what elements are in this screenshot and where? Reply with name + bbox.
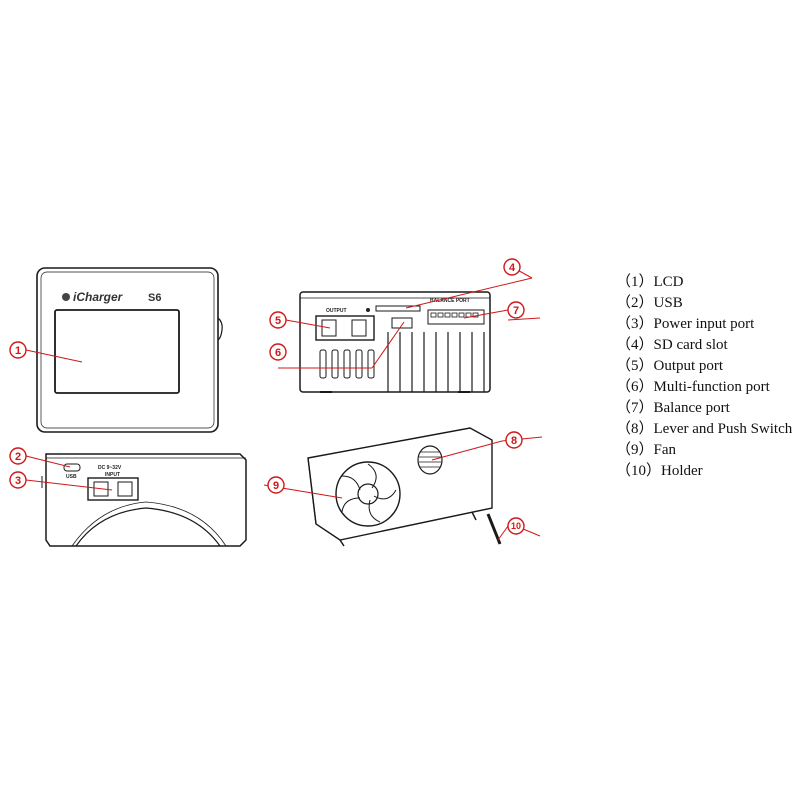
brand-logo-text: iCharger	[73, 290, 124, 304]
angled-view-fan	[307, 427, 502, 547]
side-knob	[217, 317, 223, 341]
logo-icon	[62, 293, 70, 301]
callout-3: 3	[9, 471, 27, 489]
input-label: INPUT	[105, 472, 120, 478]
lever-push-switch	[417, 445, 443, 475]
callout-6: 6	[269, 343, 287, 361]
balance-port-label: BALANCE PORT	[430, 298, 470, 304]
legend-item: （2）USB	[616, 295, 683, 311]
legend-item: （1）LCD	[616, 274, 684, 290]
front-view: iCharger S6	[36, 267, 223, 433]
callout-7: 7	[507, 301, 525, 319]
fan	[335, 461, 401, 527]
svg-text:1: 1	[15, 345, 21, 357]
legend-item: （7）Balance port	[616, 400, 730, 416]
heatsink-fins	[387, 332, 485, 392]
balance-port	[427, 309, 485, 325]
legend-item: （3）Power input port	[616, 316, 755, 332]
svg-text:6: 6	[275, 347, 281, 359]
legend-item: （6）Multi-function port	[616, 379, 770, 395]
legend-item: （8）Lever and Push Switch	[616, 421, 793, 437]
callout-4: 4	[503, 258, 521, 276]
callout-1: 1	[9, 341, 27, 359]
multi-function-port	[391, 317, 413, 329]
svg-text:2: 2	[15, 451, 21, 463]
callout-10: 10	[507, 517, 525, 535]
callout-9: 9	[267, 476, 285, 494]
svg-text:9: 9	[273, 480, 279, 492]
rear-view: OUTPUT BALANCE PORT	[299, 291, 491, 393]
sd-card-slot	[375, 305, 421, 312]
svg-text:5: 5	[275, 315, 281, 327]
lcd-screen	[54, 309, 180, 394]
svg-text:8: 8	[511, 435, 517, 447]
stand-arch	[75, 507, 221, 547]
side-view-input: USB DC 9~32V INPUT	[41, 453, 247, 547]
power-input-connector	[87, 477, 139, 501]
legend-item: （10）Holder	[616, 463, 703, 479]
vent-slots-left	[319, 349, 375, 379]
output-port	[315, 315, 375, 341]
svg-text:4: 4	[509, 262, 516, 274]
holder	[486, 513, 502, 545]
parts-legend: （1）LCD （2）USB （3）Power input port （4）SD …	[616, 272, 792, 482]
model-name: S6	[148, 292, 161, 304]
svg-text:7: 7	[513, 305, 519, 317]
svg-text:10: 10	[511, 521, 521, 531]
usb-port	[63, 463, 81, 472]
svg-text:3: 3	[15, 475, 21, 487]
legend-item: （9）Fan	[616, 442, 677, 458]
leader-lines	[25, 266, 543, 541]
legend-item: （5）Output port	[616, 358, 724, 374]
callout-5: 5	[269, 311, 287, 329]
output-label: OUTPUT	[326, 308, 347, 314]
dc-input-label: DC 9~32V	[98, 465, 122, 471]
legend-item: （4）SD card slot	[616, 337, 728, 353]
callout-2: 2	[9, 447, 27, 465]
usb-label: USB	[66, 474, 77, 480]
callout-8: 8	[505, 431, 523, 449]
